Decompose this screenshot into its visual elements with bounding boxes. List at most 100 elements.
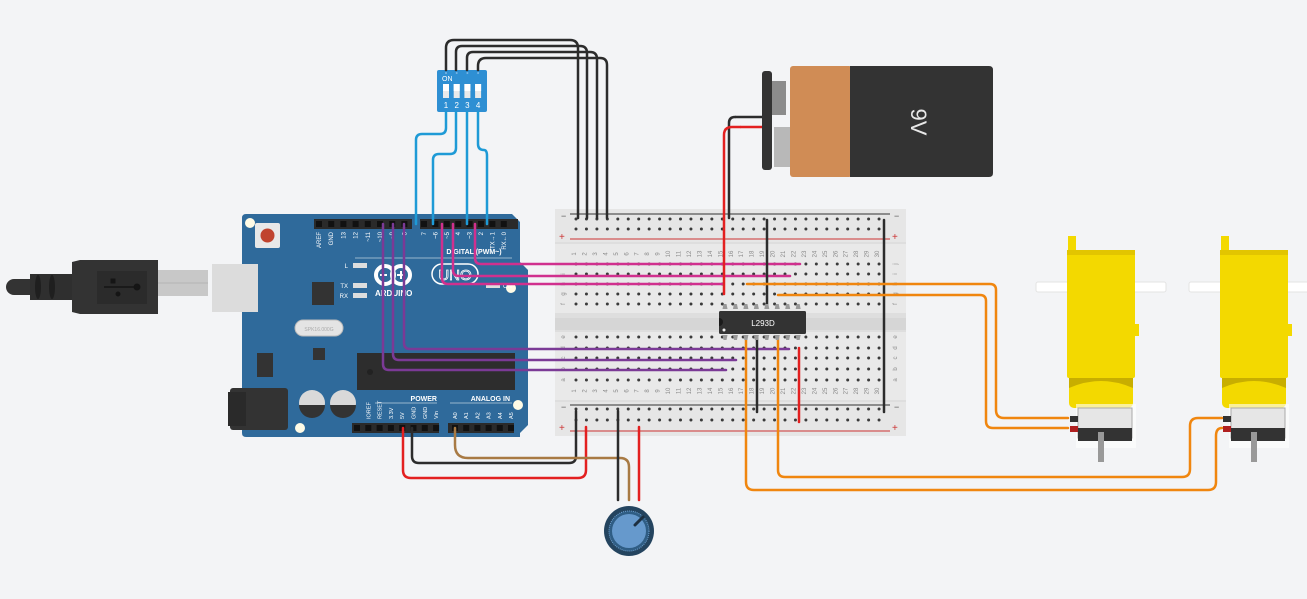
- breadboard-hole[interactable]: [783, 356, 787, 360]
- rail-hole[interactable]: [773, 418, 777, 422]
- wire-dip2-pin7[interactable]: [431, 110, 458, 226]
- rail-hole[interactable]: [689, 418, 693, 422]
- breadboard-hole[interactable]: [835, 335, 839, 339]
- rail-hole[interactable]: [647, 418, 651, 422]
- rail-hole[interactable]: [752, 217, 756, 221]
- motor-terminal-red[interactable]: [1070, 426, 1078, 432]
- rail-hole[interactable]: [846, 217, 850, 221]
- breadboard-hole[interactable]: [626, 378, 630, 382]
- motor-gearbox[interactable]: [1220, 250, 1288, 378]
- wire-dip3-gnd[interactable]: [465, 50, 599, 220]
- breadboard-hole[interactable]: [605, 378, 609, 382]
- analog-pin-socket[interactable]: [463, 425, 470, 431]
- breadboard-hole[interactable]: [835, 346, 839, 350]
- breadboard-hole[interactable]: [741, 292, 745, 296]
- rail-hole[interactable]: [773, 227, 777, 231]
- breadboard-hole[interactable]: [877, 302, 881, 306]
- rail-hole[interactable]: [637, 217, 641, 221]
- breadboard-hole[interactable]: [793, 346, 797, 350]
- breadboard-hole[interactable]: [689, 292, 693, 296]
- breadboard-hole[interactable]: [679, 302, 682, 306]
- digital-pin-socket[interactable]: [328, 221, 335, 227]
- breadboard-hole[interactable]: [856, 302, 860, 306]
- rail-hole[interactable]: [835, 418, 839, 422]
- rail-hole[interactable]: [814, 227, 818, 231]
- rail-hole[interactable]: [814, 407, 818, 411]
- digital-pin-socket[interactable]: [466, 221, 473, 227]
- wire-pin9-l293d[interactable]: [402, 222, 791, 351]
- rail-hole[interactable]: [679, 227, 682, 231]
- wire-pin6-l293d[interactable]: [440, 222, 724, 286]
- dc-motor-2[interactable]: [1188, 236, 1307, 462]
- breadboard-hole[interactable]: [616, 302, 620, 306]
- digital-pin-socket[interactable]: [377, 221, 383, 227]
- breadboard[interactable]: − + − + − + − + 112233445566778899101011…: [555, 209, 906, 436]
- breadboard-hole[interactable]: [773, 292, 777, 296]
- breadboard-hole[interactable]: [825, 356, 829, 360]
- breadboard-hole[interactable]: [647, 378, 651, 382]
- rail-hole[interactable]: [835, 407, 839, 411]
- rail-hole[interactable]: [731, 227, 735, 231]
- breadboard-hole[interactable]: [867, 356, 871, 360]
- breadboard-hole[interactable]: [783, 302, 787, 306]
- rail-hole[interactable]: [741, 418, 745, 422]
- rail-hole[interactable]: [773, 217, 777, 221]
- breadboard-hole[interactable]: [679, 292, 682, 296]
- breadboard-hole[interactable]: [584, 335, 588, 339]
- wire-pin5-l293d[interactable]: [451, 222, 792, 278]
- breadboard-hole[interactable]: [574, 335, 578, 339]
- breadboard-hole[interactable]: [616, 292, 620, 296]
- breadboard-hole[interactable]: [658, 292, 662, 296]
- rail-hole[interactable]: [679, 407, 682, 411]
- breadboard-hole[interactable]: [679, 335, 682, 339]
- digital-pin-socket[interactable]: [364, 221, 371, 227]
- rail-hole[interactable]: [626, 407, 630, 411]
- rail-hole[interactable]: [825, 418, 829, 422]
- rail-hole[interactable]: [835, 227, 839, 231]
- breadboard-hole[interactable]: [814, 302, 818, 306]
- breadboard-hole[interactable]: [793, 367, 797, 371]
- dip-toggle-knob[interactable]: [464, 84, 471, 91]
- analog-pin-socket[interactable]: [485, 425, 492, 431]
- breadboard-hole[interactable]: [835, 356, 839, 360]
- breadboard-hole[interactable]: [668, 302, 672, 306]
- breadboard-hole[interactable]: [825, 272, 829, 276]
- breadboard-hole[interactable]: [825, 262, 829, 266]
- breadboard-hole[interactable]: [616, 378, 620, 382]
- breadboard-hole[interactable]: [877, 262, 881, 266]
- breadboard-hole[interactable]: [605, 335, 609, 339]
- breadboard-hole[interactable]: [741, 378, 745, 382]
- rail-hole[interactable]: [825, 217, 829, 221]
- rail-hole[interactable]: [668, 217, 672, 221]
- breadboard-hole[interactable]: [814, 378, 818, 382]
- breadboard-hole[interactable]: [595, 292, 599, 296]
- rail-hole[interactable]: [752, 407, 756, 411]
- power-pin-socket[interactable]: [421, 425, 428, 431]
- wire-out2-motor1[interactable]: [776, 293, 1070, 430]
- breadboard-hole[interactable]: [856, 272, 860, 276]
- l293d-motor-driver[interactable]: L293D: [719, 304, 806, 340]
- rail-hole[interactable]: [793, 227, 797, 231]
- breadboard-hole[interactable]: [846, 262, 850, 266]
- breadboard-hole[interactable]: [793, 378, 797, 382]
- rail-hole[interactable]: [584, 418, 588, 422]
- breadboard-hole[interactable]: [773, 302, 777, 306]
- digital-pin-socket[interactable]: [500, 221, 507, 227]
- breadboard-hole[interactable]: [752, 292, 756, 296]
- breadboard-hole[interactable]: [574, 302, 578, 306]
- analog-pin-socket[interactable]: [496, 425, 503, 431]
- battery-9v[interactable]: 9V: [735, 66, 993, 177]
- rail-hole[interactable]: [668, 227, 672, 231]
- breadboard-hole[interactable]: [804, 302, 808, 306]
- rail-hole[interactable]: [793, 217, 797, 221]
- rail-hole[interactable]: [731, 217, 735, 221]
- dip-toggle-knob[interactable]: [453, 84, 460, 91]
- rail-hole[interactable]: [658, 407, 662, 411]
- breadboard-hole[interactable]: [605, 302, 609, 306]
- rail-hole[interactable]: [846, 407, 850, 411]
- rail-hole[interactable]: [710, 217, 714, 221]
- rail-hole[interactable]: [867, 407, 871, 411]
- digital-pin-socket[interactable]: [489, 221, 496, 227]
- rail-hole[interactable]: [710, 407, 714, 411]
- breadboard-hole[interactable]: [867, 346, 871, 350]
